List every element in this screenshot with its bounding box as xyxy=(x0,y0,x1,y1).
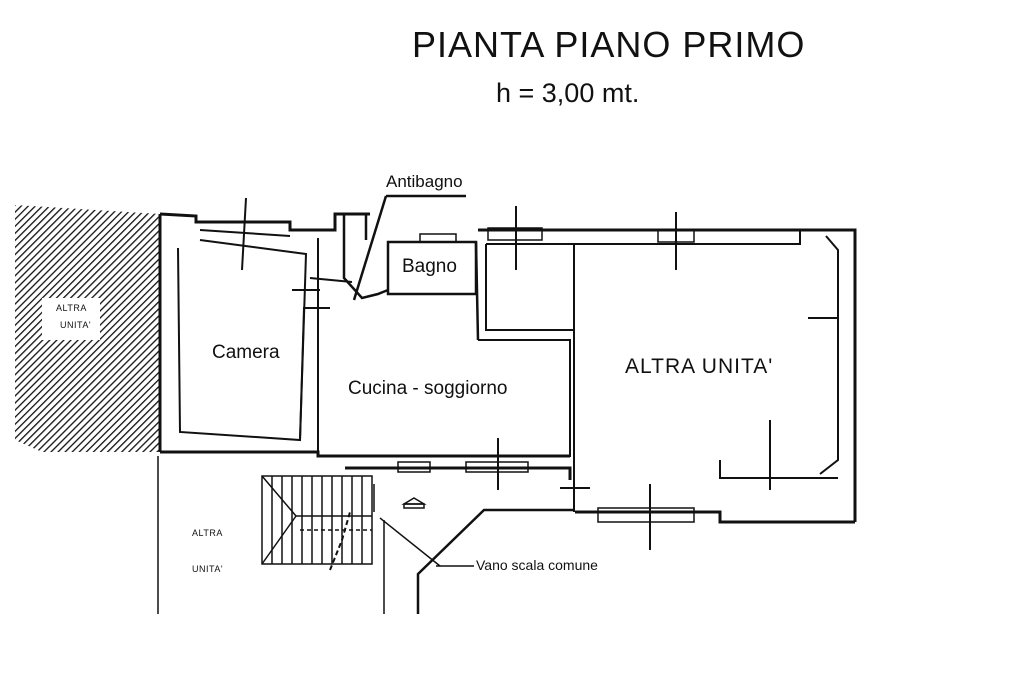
camera-room-walls xyxy=(177,197,330,442)
entrance-arrow-icon xyxy=(401,497,427,505)
bathroom-walls xyxy=(342,194,480,341)
outer-walls xyxy=(158,212,857,524)
hatched-label-box xyxy=(42,298,100,340)
label-vano-scala-comune: Vano scala comune xyxy=(476,557,598,573)
label-camera: Camera xyxy=(212,342,280,363)
plan-title: PIANTA PIANO PRIMO xyxy=(412,24,806,65)
label-hatched-unita: UNITA' xyxy=(60,320,92,330)
label-stair-altra: ALTRA xyxy=(192,528,223,538)
label-antibagno: Antibagno xyxy=(386,172,463,191)
cucina-walls xyxy=(292,238,571,457)
stair-surround-lines xyxy=(157,456,385,614)
label-bagno: Bagno xyxy=(402,256,457,277)
common-stair-hall xyxy=(379,508,575,614)
label-stair-unita: UNITA' xyxy=(192,564,224,574)
staircase xyxy=(261,475,373,571)
altra-unita-walls xyxy=(397,206,839,550)
label-hatched-altra: ALTRA xyxy=(56,303,87,313)
plan-height-subtitle: h = 3,00 mt. xyxy=(496,78,640,108)
label-cucina-soggiorno: Cucina - soggiorno xyxy=(348,378,508,399)
label-altra-unita-main: ALTRA UNITA' xyxy=(625,355,774,378)
